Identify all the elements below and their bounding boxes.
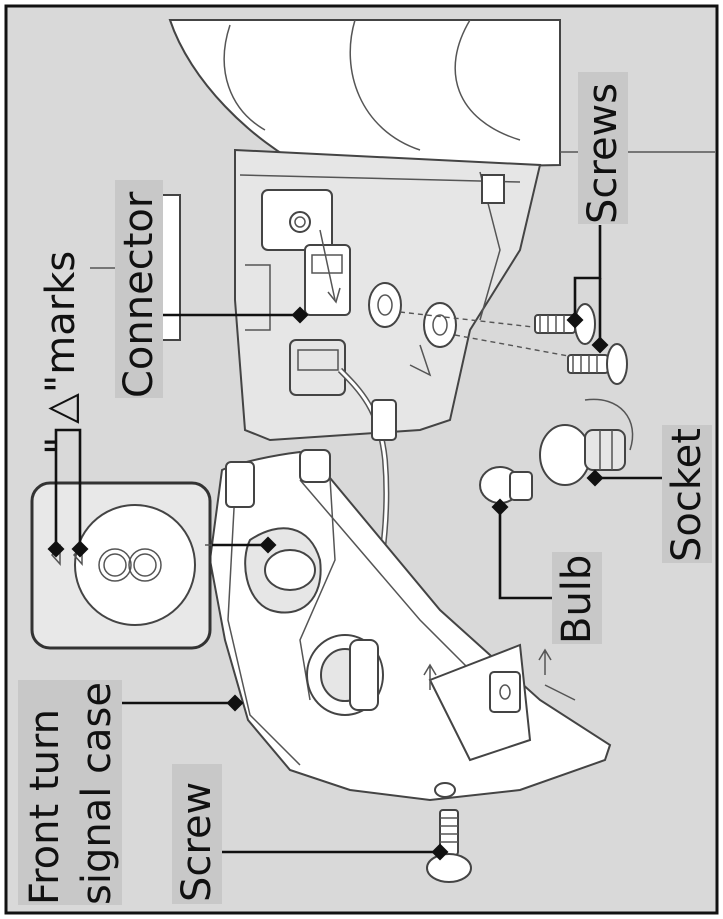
screw-label: Screw [174,782,220,902]
screws-pair [534,303,628,385]
screws-label-bg [578,72,628,224]
connector-label-bg [115,180,163,398]
connector-label: Connector [116,191,162,398]
socket-part [539,398,634,486]
case-label-line2: signal case [74,682,120,905]
bulb-label: Bulb [554,555,600,644]
screws-label: Screws [580,83,626,224]
leader-lines [47,225,665,861]
connector-part [304,229,351,316]
bulb-label-bg [552,552,602,644]
socket-label: Socket [664,428,710,562]
case-label-bg [18,680,122,905]
case-label-line1: Front turn [22,709,68,905]
loose-screw [426,809,472,883]
socket-label-bg [662,425,712,563]
screw-label-bg [172,764,222,904]
marks-label: " △"marks [38,251,84,455]
bulb-part [479,466,533,504]
marks-inset [30,481,270,650]
labels: Connector " △"marks Screws Socket Bulb F… [18,72,712,905]
turn-signal-case [208,449,612,802]
